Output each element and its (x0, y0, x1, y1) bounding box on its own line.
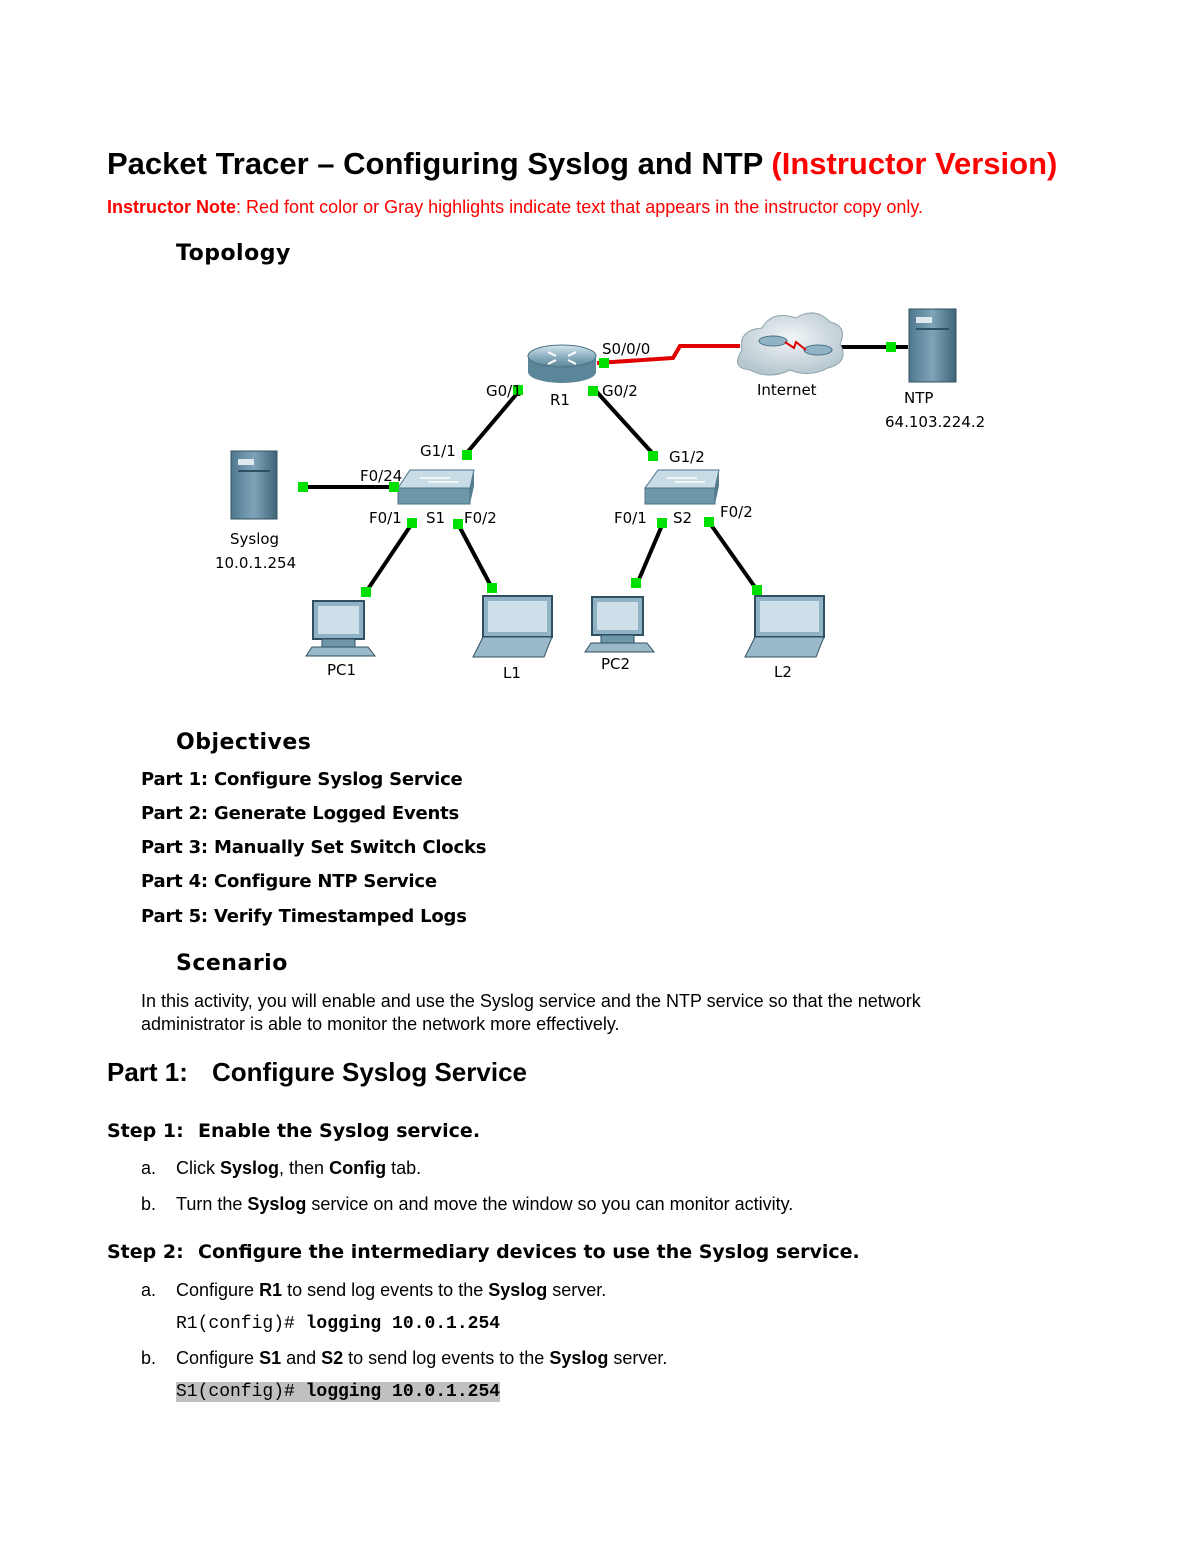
code-r1-logging: R1(config)# logging 10.0.1.254 (176, 1314, 501, 1334)
link-s1-pc1 (364, 520, 415, 594)
switch-s1[interactable] (397, 469, 475, 505)
objective-part-2: Part 2: Generate Logged Events (141, 803, 460, 824)
link-up-indicator (588, 386, 598, 396)
link-s2-l2 (707, 520, 759, 592)
server-ntp[interactable] (908, 308, 957, 383)
label-pc2: PC2 (601, 655, 630, 673)
objective-part-3: Part 3: Manually Set Switch Clocks (141, 837, 487, 858)
label-port-g11: G1/1 (420, 442, 456, 460)
link-up-indicator (453, 519, 463, 529)
part1-title: Configure Syslog Service (212, 1057, 527, 1087)
step2-title: Configure the intermediary devices to us… (198, 1241, 860, 1263)
link-up-indicator (462, 450, 472, 460)
label-s2-port-f01: F0/1 (614, 509, 647, 527)
pc-pc1[interactable] (305, 600, 377, 657)
link-s1-r1 (463, 388, 522, 457)
label-port-f024: F0/24 (360, 467, 402, 485)
link-s1-l1 (456, 523, 494, 589)
link-up-indicator (513, 385, 523, 395)
link-up-indicator (361, 587, 371, 597)
objective-part-5: Part 5: Verify Timestamped Logs (141, 906, 467, 927)
label-s1: S1 (426, 509, 445, 527)
server-syslog[interactable] (230, 450, 278, 520)
code-s1-logging: S1(config)# logging 10.0.1.254 (176, 1382, 501, 1402)
label-s1-port-f02: F0/2 (464, 509, 497, 527)
step1-number: Step 1: (107, 1120, 184, 1142)
step1-title: Enable the Syslog service. (198, 1120, 481, 1142)
link-r1-s2 (593, 388, 657, 458)
scenario-line-1: In this activity, you will enable and us… (141, 991, 921, 1011)
label-port-g12: G1/2 (669, 448, 705, 466)
link-up-indicator (648, 451, 658, 461)
links (303, 344, 908, 594)
link-status-dots (298, 342, 896, 597)
link-up-indicator (298, 482, 308, 492)
router-r1[interactable] (527, 344, 597, 383)
link-up-indicator (389, 482, 399, 492)
label-r1: R1 (550, 391, 570, 409)
label-port-g01: G0/1 (486, 382, 522, 400)
link-up-indicator (487, 583, 497, 593)
pc-pc2[interactable] (584, 596, 656, 653)
scenario-line-2: administrator is able to monitor the net… (141, 1014, 620, 1034)
label-l1: L1 (503, 664, 521, 682)
link-up-indicator (599, 358, 609, 368)
label-l2: L2 (774, 663, 792, 681)
objectives-heading: Objectives (176, 730, 312, 755)
step1-item-a: a.Click Syslog, then Config tab. (141, 1158, 422, 1178)
step1-heading: Step 1: Enable the Syslog service. (107, 1120, 480, 1142)
objective-part-1: Part 1: Configure Syslog Service (141, 769, 463, 790)
title-main: Packet Tracer – Configuring Syslog and N… (107, 146, 763, 181)
label-pc1: PC1 (327, 661, 356, 679)
scenario-heading: Scenario (176, 951, 288, 976)
step1-item-b: b.Turn the Syslog service on and move th… (141, 1194, 794, 1214)
link-r1-internet-serial (596, 344, 740, 365)
step2-number: Step 2: (107, 1241, 184, 1263)
label-port-g02: G0/2 (602, 382, 638, 400)
link-up-indicator (631, 578, 641, 588)
label-ntp-ip: 64.103.224.2 (885, 413, 985, 431)
part1-number: Part 1: (107, 1057, 188, 1087)
laptop-l2[interactable] (744, 595, 825, 658)
topology-heading: Topology (176, 241, 291, 266)
link-s2-pc2 (635, 522, 665, 585)
link-up-indicator (407, 518, 417, 528)
link-up-indicator (704, 517, 714, 527)
label-internet: Internet (757, 381, 817, 399)
internet-cloud[interactable] (737, 312, 844, 376)
label-s1-port-f01: F0/1 (369, 509, 402, 527)
step2-heading: Step 2: Configure the intermediary device… (107, 1241, 860, 1263)
label-ntp: NTP (904, 389, 933, 407)
step2-item-b: b.Configure S1 and S2 to send log events… (141, 1348, 668, 1368)
label-s2: S2 (673, 509, 692, 527)
instructor-note: Instructor Note: Red font color or Gray … (107, 197, 923, 218)
part1-heading: Part 1: Configure Syslog Service (107, 1057, 527, 1088)
laptop-l1[interactable] (472, 595, 553, 658)
instructor-note-label: Instructor Note (107, 197, 237, 217)
step2-item-a: a.Configure R1 to send log events to the… (141, 1280, 607, 1300)
link-up-indicator (752, 585, 762, 595)
link-up-indicator (886, 342, 896, 352)
document-title: Packet Tracer – Configuring Syslog and N… (107, 146, 1057, 182)
instructor-highlight: S1(config)# logging 10.0.1.254 (176, 1382, 501, 1402)
label-syslog-ip: 10.0.1.254 (215, 554, 296, 572)
switch-s2[interactable] (644, 469, 720, 505)
instructor-note-text: : Red font color or Gray highlights indi… (236, 197, 924, 217)
topology-diagram: R1 S0/0/0 G0/1 G0/2 Internet NTP 64.103.… (215, 308, 985, 682)
label-s2-port-f02: F0/2 (720, 503, 753, 521)
label-syslog: Syslog (230, 530, 279, 548)
label-port-s000: S0/0/0 (602, 340, 650, 358)
link-up-indicator (657, 518, 667, 528)
title-instructor-version: (Instructor Version) (771, 146, 1058, 181)
objective-part-4: Part 4: Configure NTP Service (141, 871, 437, 892)
